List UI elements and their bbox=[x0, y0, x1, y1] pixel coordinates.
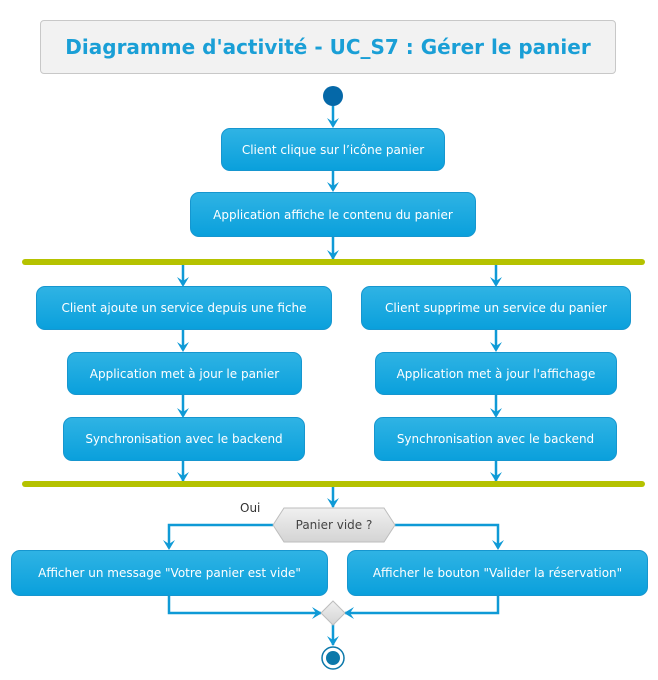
flow-no bbox=[395, 523, 500, 548]
join-bar bbox=[22, 481, 645, 487]
arrowhead bbox=[327, 636, 339, 646]
decision-question: Panier vide ? bbox=[295, 518, 373, 532]
arrowhead bbox=[344, 607, 354, 619]
flow-yes bbox=[167, 523, 273, 548]
arrowhead bbox=[327, 118, 339, 128]
activity-app-shows-cart: Application affiche le contenu du panier bbox=[190, 192, 476, 237]
merge-node bbox=[320, 600, 346, 626]
arrowhead bbox=[312, 607, 322, 619]
activity-show-empty-message: Afficher un message "Votre panier est vi… bbox=[11, 550, 328, 596]
arrowhead bbox=[490, 408, 502, 418]
fork-bar bbox=[22, 259, 645, 265]
activity-client-clicks-cart-icon: Client clique sur l’icône panier bbox=[221, 128, 445, 171]
end-node bbox=[326, 651, 340, 665]
arrowhead bbox=[177, 408, 189, 418]
flow-yes-merge bbox=[167, 596, 321, 615]
arrowhead bbox=[327, 182, 339, 192]
arrowhead bbox=[327, 498, 339, 508]
activity-client-adds-service: Client ajoute un service depuis une fich… bbox=[36, 286, 332, 330]
activity-show-validate-button: Afficher le bouton "Valider la réservati… bbox=[347, 550, 648, 596]
activity-app-updates-display: Application met à jour l'affichage bbox=[375, 352, 617, 395]
arrowhead bbox=[177, 277, 189, 287]
arrowhead bbox=[163, 540, 175, 550]
arrowhead bbox=[177, 472, 189, 482]
arrowhead bbox=[490, 472, 502, 482]
activity-sync-backend-left: Synchronisation avec le backend bbox=[63, 417, 305, 461]
arrowhead bbox=[492, 540, 504, 550]
arrowhead bbox=[490, 342, 502, 352]
decision-yes-label: Oui bbox=[240, 501, 261, 515]
activity-client-removes-service: Client supprime un service du panier bbox=[361, 286, 631, 330]
activity-sync-backend-right: Synchronisation avec le backend bbox=[374, 417, 617, 461]
decision-node bbox=[272, 507, 396, 543]
arrowhead bbox=[490, 277, 502, 287]
flow-no-merge bbox=[345, 596, 500, 615]
activity-app-updates-cart: Application met à jour le panier bbox=[67, 352, 302, 395]
diagram-title-box: Diagramme d'activité - UC_S7 : Gérer le … bbox=[40, 20, 616, 74]
start-node bbox=[323, 86, 343, 106]
diagram-title: Diagramme d'activité - UC_S7 : Gérer le … bbox=[65, 35, 591, 59]
arrowhead bbox=[327, 250, 339, 260]
arrowhead bbox=[177, 342, 189, 352]
